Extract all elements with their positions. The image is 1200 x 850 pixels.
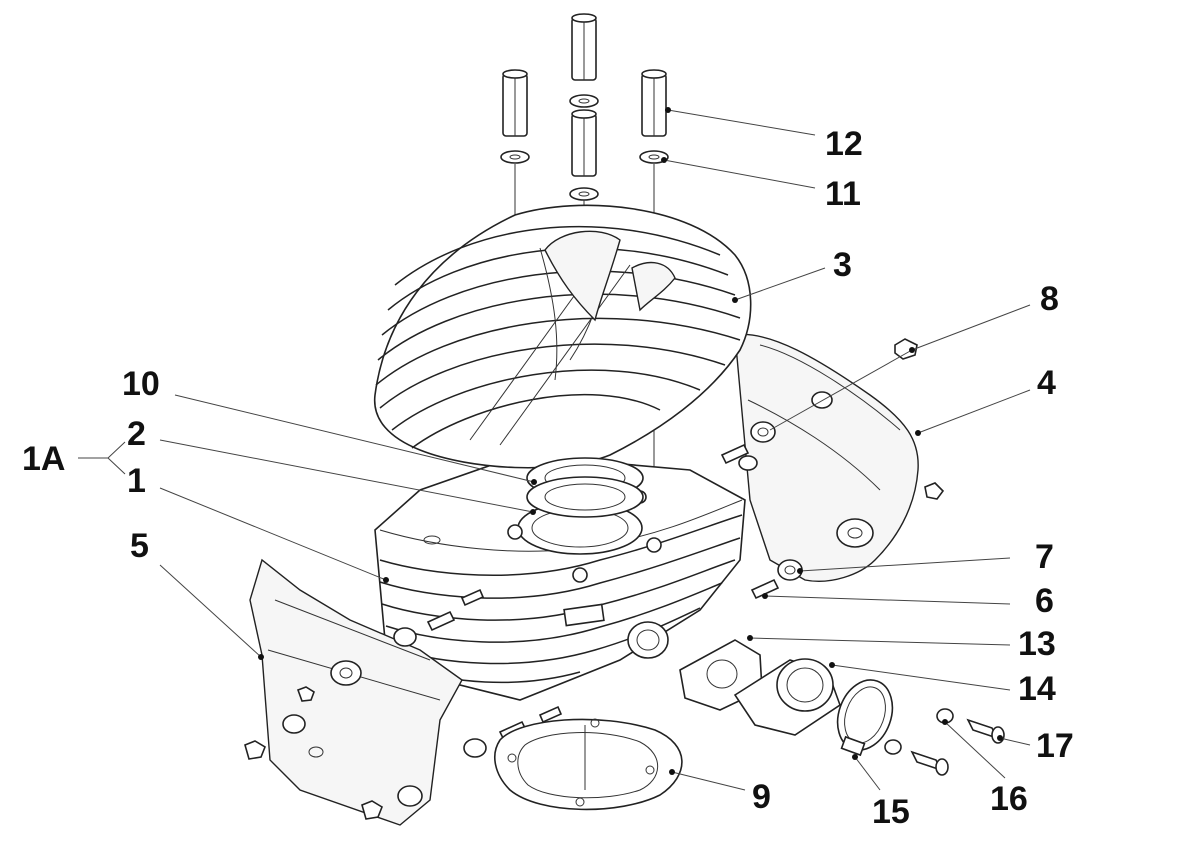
gaskets-upper: [526, 457, 644, 518]
grommets: [393, 421, 803, 758]
callout-labels: 1A 1 2 3 4 5 6 7 8 9 10 11 12 13 14 15 1…: [22, 125, 1074, 831]
leader-lines: [78, 107, 1031, 791]
cylinder-head: [373, 204, 752, 469]
head-nut-4: [569, 109, 599, 201]
callout-8: 8: [1040, 280, 1059, 318]
callout-1: 1: [127, 462, 146, 500]
callout-10: 10: [122, 365, 160, 403]
right-cowl: [734, 333, 919, 582]
callout-16: 16: [990, 780, 1028, 818]
callout-5: 5: [130, 527, 149, 565]
callout-1A: 1A: [22, 440, 65, 478]
callout-4: 4: [1037, 364, 1056, 402]
callout-15: 15: [872, 793, 910, 831]
callout-13: 13: [1018, 625, 1056, 663]
head-nut-3: [639, 69, 669, 164]
callout-11: 11: [825, 175, 861, 213]
callout-6: 6: [1035, 582, 1054, 620]
callout-9: 9: [752, 778, 771, 816]
callout-14: 14: [1018, 670, 1056, 708]
clips: [244, 338, 945, 820]
base-gasket: [494, 718, 683, 811]
intake-parts: [679, 639, 1005, 776]
callout-12: 12: [825, 125, 863, 163]
head-nut-1: [569, 13, 599, 108]
callout-3: 3: [833, 246, 852, 284]
left-cowl: [249, 558, 463, 826]
callout-7: 7: [1035, 538, 1054, 576]
callout-17: 17: [1036, 727, 1074, 765]
callout-2: 2: [127, 415, 146, 453]
head-nut-2: [500, 69, 530, 164]
